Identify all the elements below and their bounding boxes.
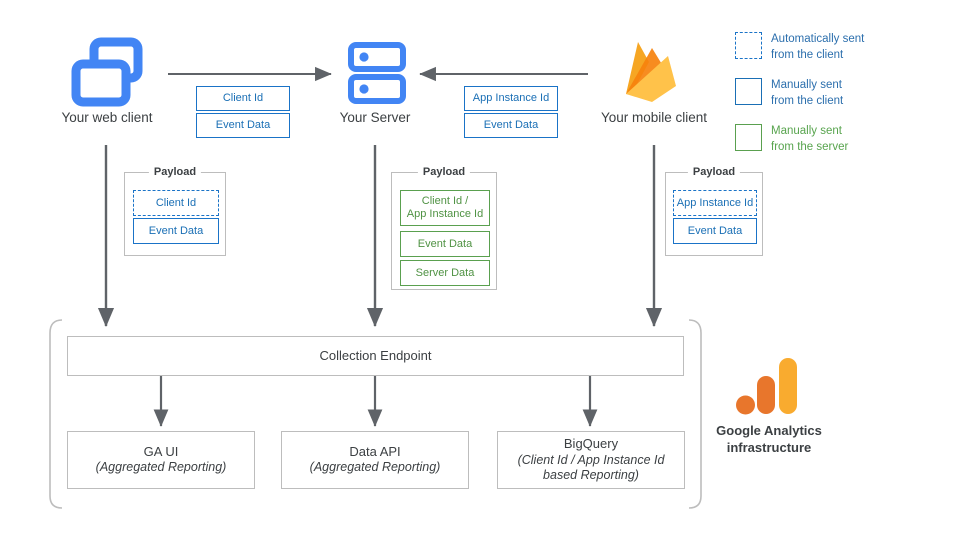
mobile-payload-group: Payload App Instance Id Event Data (665, 166, 763, 256)
web-payload-item-client-id: Client Id (133, 190, 219, 216)
legend-manual-client-line1: Manually sent (771, 79, 842, 92)
legend-item-auto-client: Automatically sent from the client (735, 32, 864, 63)
web-client-label: Your web client (61, 110, 153, 125)
ga-ui-title: GA UI (143, 444, 179, 460)
server-payload-item-ids-line2: App Instance Id (406, 208, 484, 220)
google-analytics-logo (736, 358, 802, 420)
bigquery-subtitle-line2: based Reporting) (543, 468, 639, 483)
legend-manual-server-line1: Manually sent (771, 125, 842, 138)
server-payload-item-ids-line1: Client Id / (421, 195, 469, 208)
bigquery-title: BigQuery (563, 436, 619, 452)
server-payload-title: Payload (417, 166, 471, 178)
firebase-icon (616, 36, 688, 108)
legend-swatch-solid-green-icon (735, 124, 762, 152)
tag-app-instance-id: App Instance Id (464, 86, 558, 111)
collection-endpoint-box[interactable]: Collection Endpoint (67, 336, 684, 376)
legend-text-auto-client: Automatically sent from the client (771, 32, 864, 63)
legend-text-manual-server: Manually sent from the server (771, 124, 848, 155)
data-api-subtitle: (Aggregated Reporting) (309, 460, 441, 475)
mobile-payload-item-event-data: Event Data (673, 218, 757, 244)
legend-swatch-dashed-blue-icon (735, 32, 762, 59)
infrastructure-label: Google Analytics infrastructure (690, 423, 848, 457)
legend-swatch-solid-blue-icon (735, 78, 762, 106)
ga-ui-subtitle: (Aggregated Reporting) (95, 460, 227, 475)
web-payload-title: Payload (148, 166, 202, 178)
infrastructure-label-line2: infrastructure (726, 439, 812, 455)
legend-item-manual-server: Manually sent from the server (735, 124, 864, 155)
server-payload-item-server-data: Server Data (400, 260, 490, 286)
tag-event-data-mobile: Event Data (464, 113, 558, 138)
legend-text-manual-client: Manually sent from the client (771, 78, 843, 109)
bracket-left (49, 319, 63, 509)
infrastructure-label-line1: Google Analytics (716, 423, 822, 438)
server-label: Your Server (339, 110, 411, 125)
output-box-data-api[interactable]: Data API (Aggregated Reporting) (281, 431, 469, 489)
server-payload-item-event-data: Event Data (400, 231, 490, 257)
bigquery-subtitle-line1: (Client Id / App Instance Id (517, 452, 665, 467)
tag-client-id: Client Id (196, 86, 290, 111)
legend-item-manual-client: Manually sent from the client (735, 78, 864, 109)
web-payload-group: Payload Client Id Event Data (124, 166, 226, 256)
legend-manual-server-line2: from the server (771, 140, 849, 153)
output-box-bigquery[interactable]: BigQuery (Client Id / App Instance Id ba… (497, 431, 685, 489)
web-payload-item-event-data: Event Data (133, 218, 219, 244)
legend-auto-client-line1: Automatically sent (771, 33, 865, 45)
legend-manual-client-line2: from the client (771, 94, 844, 107)
tag-event-data-web: Event Data (196, 113, 290, 138)
legend: Automatically sent from the client Manua… (735, 32, 864, 170)
server-payload-item-ids: Client Id / App Instance Id (400, 190, 490, 226)
server-icon (348, 42, 406, 104)
mobile-payload-title: Payload (687, 166, 741, 178)
output-box-ga-ui[interactable]: GA UI (Aggregated Reporting) (67, 431, 255, 489)
collection-endpoint-label: Collection Endpoint (319, 347, 432, 363)
web-client-icon (70, 36, 144, 108)
mobile-payload-item-app-instance-id: App Instance Id (673, 190, 757, 216)
bracket-right (688, 319, 702, 509)
mobile-client-label: Your mobile client (600, 110, 708, 125)
data-api-title: Data API (349, 444, 401, 460)
legend-auto-client-line2: from the client (771, 48, 844, 61)
server-payload-group: Payload Client Id / App Instance Id Even… (391, 166, 497, 290)
